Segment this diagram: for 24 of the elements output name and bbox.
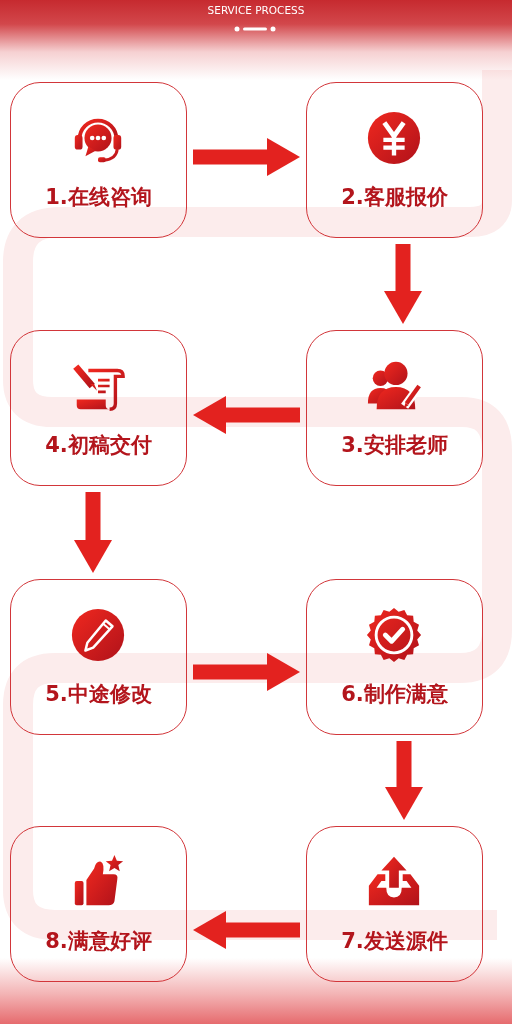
step-box — [306, 579, 483, 735]
step-label: 3.安排老师 — [340, 432, 449, 458]
step-box — [10, 82, 187, 238]
step-box — [306, 330, 483, 486]
step-box — [306, 82, 483, 238]
arrow — [384, 244, 422, 324]
arrow — [193, 138, 300, 176]
step-label: 8.满意好评 — [44, 928, 153, 954]
step-label: 6.制作满意 — [340, 681, 449, 707]
arrow — [385, 741, 423, 820]
step-box — [10, 826, 187, 982]
arrow — [193, 911, 300, 949]
arrow — [74, 492, 112, 573]
step-label: 5.中途修改 — [44, 681, 153, 707]
header-title: SERVICE PROCESS — [206, 3, 306, 17]
step-box — [306, 826, 483, 982]
arrow — [193, 653, 300, 691]
step-label: 2.客服报价 — [340, 184, 449, 210]
step-box — [10, 330, 187, 486]
step-box — [10, 579, 187, 735]
step-label: 4.初稿交付 — [44, 432, 153, 458]
arrow — [193, 396, 300, 434]
step-label: 7.发送源件 — [340, 928, 449, 954]
step-label: 1.在线咨询 — [44, 184, 153, 210]
